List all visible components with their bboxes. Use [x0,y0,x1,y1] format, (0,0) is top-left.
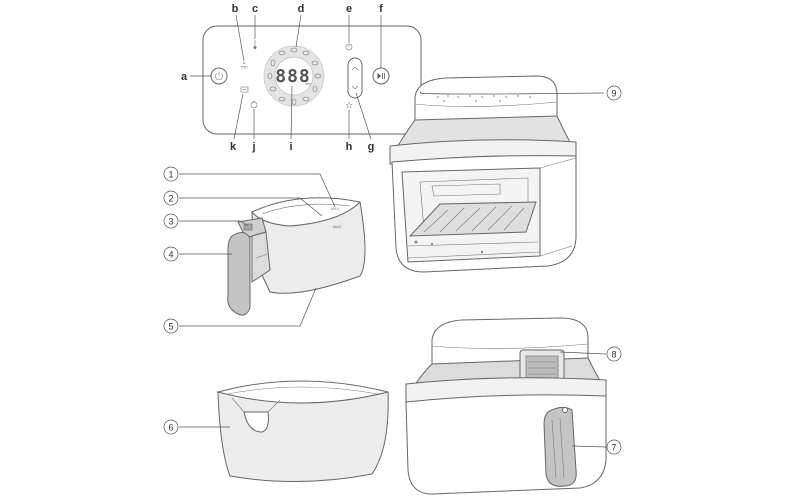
callout-a: a [181,71,188,83]
callout-8-label: 8 [611,350,616,360]
callout-c: c [252,3,258,15]
preset-icon [270,59,276,67]
pot-body [217,391,389,482]
callout-3 [163,213,179,229]
callout-d: d [298,3,305,15]
up-down-control [347,57,363,99]
callout-6 [163,419,179,435]
preset-icon [314,73,322,79]
callout-5-label: 5 [168,322,173,332]
display-window [274,56,314,96]
air-outlet-vent [519,349,565,387]
callout-f: f [379,3,383,15]
pot-handle-slot [243,411,269,433]
callout-2 [163,190,179,206]
callout-9 [606,85,622,101]
outer-pot: 6 [163,380,389,482]
callout-g: g [368,141,375,153]
pot-rim [216,380,389,404]
timer-icon [345,43,353,51]
basket-callout-lines [179,173,336,327]
preset-icon [302,96,310,102]
control-panel: 888 min ☆ [181,3,422,153]
indicator-dot [430,242,434,246]
callout-4-label: 4 [168,250,173,260]
preset-icon [278,50,286,56]
preset-icon [312,85,318,93]
fryer-lid [414,75,558,123]
basket-max-label: MAX [331,206,340,211]
preset-icon [290,47,298,53]
air-fryer-closed-view: 8 7 [405,317,622,495]
callout-e: e [346,3,352,15]
callout-7 [606,439,622,455]
shake-reminder-icon [240,62,248,69]
preset-icon [269,86,277,92]
callout-5 [163,318,179,334]
preset-icon [267,72,273,80]
indicator-dot [414,240,418,244]
display-unit: min [305,81,311,86]
temperature-icon [253,40,257,49]
power-button [210,67,228,85]
power-icon [215,71,223,81]
basket-with-handle: MAX MAX 1 2 3 4 5 [163,166,366,334]
callout-k: k [230,141,237,153]
callout-6-label: 6 [168,423,173,433]
callout-7-label: 7 [611,443,616,453]
callout-9-label: 9 [611,89,616,99]
callout-h: h [346,141,353,153]
panel-callout-lines [190,14,382,140]
basket-rim [251,197,362,227]
air-fryer-open-view: 9 [389,75,622,273]
preset-icon [302,50,310,56]
basket-max-label-2: MAX [333,224,342,229]
favorite-star-icon: ☆ [345,100,353,110]
preset-food-icons [267,47,322,106]
preset-menu-icon [240,86,249,93]
callout-j: j [251,141,255,153]
display-digits: 888 [275,66,311,87]
callout-4 [163,246,179,262]
keep-warm-icon [250,100,258,109]
callout-8 [606,346,622,362]
callout-3-label: 3 [168,217,173,227]
basket-handle [227,232,251,316]
up-down-arrows-icon [351,66,359,90]
preset-icon [278,96,286,102]
indicator-dot [480,250,484,254]
lid-display-dots [436,94,532,103]
callout-i: i [289,141,292,153]
start-pause-icon [377,73,385,79]
callout-2-label: 2 [168,194,173,204]
crisper-grill [408,201,537,237]
callout-1-label: 1 [168,170,173,180]
callout-b: b [232,3,239,15]
handle-button [562,407,568,413]
callout-1 [163,166,179,182]
preset-icon [311,60,319,66]
